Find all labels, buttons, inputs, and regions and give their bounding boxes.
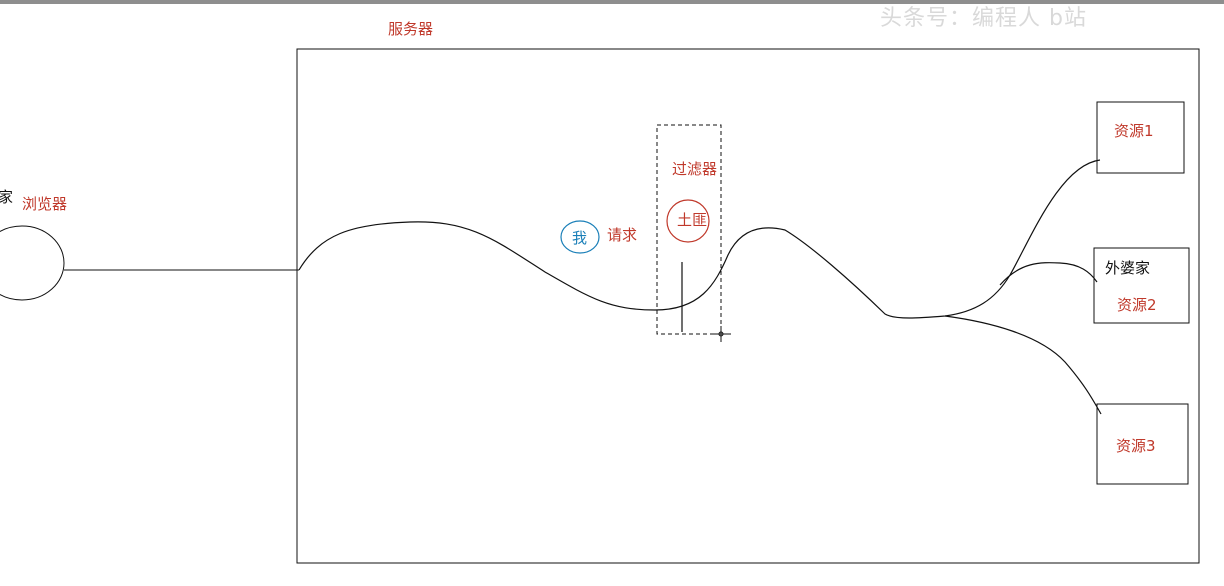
resource3-box (1096, 403, 1189, 485)
bandit-label: 土匪 (677, 211, 708, 229)
home-partial-label: 家 (0, 188, 14, 206)
filter-box (656, 124, 722, 335)
resource1-label: 资源1 (1114, 122, 1154, 140)
filter-label: 过滤器 (672, 160, 718, 178)
bandit-circle (666, 199, 710, 243)
request-path (298, 159, 1101, 319)
resource3-label: 资源3 (1116, 437, 1156, 455)
top-edge-bar (0, 0, 1224, 4)
grandma-home-label: 外婆家 (1105, 259, 1151, 277)
browser-ellipse (0, 225, 65, 301)
resource1-box (1096, 101, 1185, 174)
server-box (296, 48, 1200, 564)
branch-to-resource2 (999, 262, 1098, 286)
me-circle (560, 220, 600, 254)
watermark-text: 头条号：编程人 b站 (880, 6, 1087, 31)
cursor-crosshair-dot (718, 331, 724, 337)
server-label: 服务器 (388, 20, 434, 38)
browser-label: 浏览器 (22, 195, 68, 213)
request-label: 请求 (607, 226, 638, 244)
resource2-label: 资源2 (1117, 296, 1157, 314)
me-label: 我 (572, 229, 588, 247)
branch-to-resource3 (944, 315, 1102, 415)
resource2-box (1093, 247, 1190, 324)
